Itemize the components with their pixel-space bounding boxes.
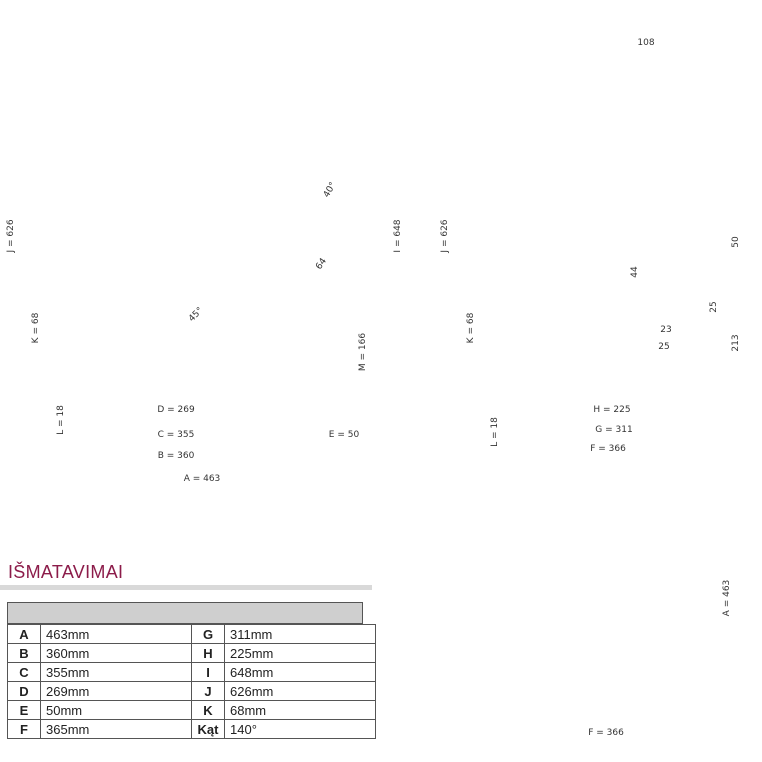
dim-23-label: 23 (660, 325, 671, 335)
dim-i-label: I = 648 (393, 219, 403, 252)
dim-j-front-label: J = 626 (440, 219, 450, 253)
dimensions-table: A 463mm G 311mm B 360mm H 225mm C 355mm … (7, 602, 376, 739)
dim-value: 626mm (224, 681, 376, 701)
dim-key: J (191, 681, 225, 701)
dim-value: 68mm (224, 700, 376, 720)
table-row: D 269mm J 626mm (7, 681, 376, 701)
heading-underline (0, 585, 372, 590)
table-row: F 365mm Kąt 140° (7, 719, 376, 739)
dim-25a-label: 25 (709, 301, 719, 312)
dim-f-label: F = 366 (590, 444, 626, 454)
dim-g-label: G = 311 (595, 425, 632, 435)
top-view: A = 463 F = 366 (588, 580, 732, 738)
dim-a-label: A = 463 (184, 474, 221, 484)
table-header-bar (7, 602, 363, 624)
dim-value: 365mm (40, 719, 192, 739)
dim-value: 648mm (224, 662, 376, 682)
dim-value: 225mm (224, 643, 376, 663)
dim-d-label: D = 269 (157, 405, 195, 415)
angle-40-label: 40° (322, 181, 339, 200)
dim-f-top-label: F = 366 (588, 728, 624, 738)
dim-key: D (7, 681, 41, 701)
dimensions-heading: IŠMATAVIMAI (8, 562, 124, 582)
dim-l-front-label: L = 18 (490, 417, 500, 447)
dim-213-label: 213 (731, 334, 741, 351)
dim-value: 463mm (40, 624, 192, 644)
dim-value: 140° (224, 719, 376, 739)
dim-key: K (191, 700, 225, 720)
dim-25b-label: 25 (658, 342, 669, 352)
angle-45-label: 45° (187, 306, 205, 324)
dim-value: 311mm (224, 624, 376, 644)
dim-e-label: E = 50 (329, 430, 360, 440)
dim-value: 269mm (40, 681, 192, 701)
dim-a-top-label: A = 463 (722, 580, 732, 617)
table-row: A 463mm G 311mm (7, 624, 376, 644)
dim-value: 50mm (40, 700, 192, 720)
dim-j-label: J = 626 (6, 219, 16, 253)
dim-key: E (7, 700, 41, 720)
dim-key: G (191, 624, 225, 644)
dim-key: H (191, 643, 225, 663)
table-row: C 355mm I 648mm (7, 662, 376, 682)
dim-b-label: B = 360 (158, 451, 195, 461)
dim-h-label: H = 225 (593, 405, 630, 415)
dim-key: C (7, 662, 41, 682)
side-view: J = 626 I = 648 K = 68 L = 18 M = 166 40… (6, 181, 403, 484)
spec-table: A 463mm G 311mm B 360mm H 225mm C 355mm … (7, 624, 376, 739)
dim-value: 360mm (40, 643, 192, 663)
dim-c-label: C = 355 (158, 430, 195, 440)
table-row: B 360mm H 225mm (7, 643, 376, 663)
front-view: 108 J = 626 K = 68 L = 18 50 44 25 23 25… (440, 38, 741, 454)
dim-l-label: L = 18 (56, 405, 66, 435)
dim-k-front-label: K = 68 (466, 312, 476, 343)
dim-108-label: 108 (637, 38, 654, 48)
dim-44-label: 44 (630, 266, 640, 278)
dim-m-label: M = 166 (358, 333, 368, 371)
dim-k-label: K = 68 (31, 312, 41, 343)
table-row: E 50mm K 68mm (7, 700, 376, 720)
dim-key: I (191, 662, 225, 682)
dim-key: B (7, 643, 41, 663)
dim-key: F (7, 719, 41, 739)
dim-key: Kąt (191, 719, 225, 739)
dim-key: A (7, 624, 41, 644)
dim-64-label: 64 (314, 256, 329, 271)
dim-50-label: 50 (731, 236, 741, 248)
dim-value: 355mm (40, 662, 192, 682)
